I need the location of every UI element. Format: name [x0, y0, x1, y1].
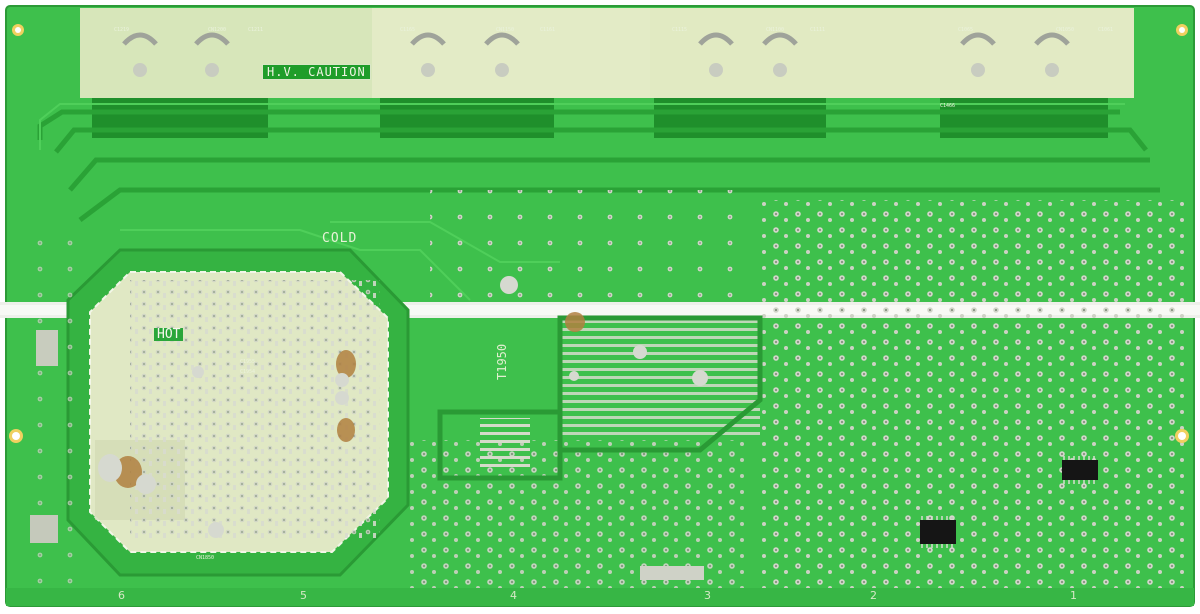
- ref-cn1200: CN1200: [208, 27, 227, 33]
- ref-c1165: C1165: [400, 27, 416, 33]
- cold-area-label: COLD: [322, 231, 358, 246]
- ref-c1955: C1955: [240, 359, 256, 365]
- ref-cn1150: CN1150: [496, 27, 515, 33]
- edge-number-2: 2: [870, 589, 877, 602]
- hv-caution-label: H.V. CAUTION: [262, 64, 371, 80]
- edge-number-4: 4: [510, 589, 517, 602]
- ref-c1954: C1954: [240, 369, 256, 375]
- edge-number-1: 1: [1070, 589, 1077, 602]
- ref-c1061: C1061: [1098, 27, 1114, 33]
- ref-c1161: C1161: [540, 27, 556, 33]
- hot-area-label: HOT: [154, 328, 184, 341]
- ref-c1111: C1111: [810, 27, 826, 33]
- ref-cn1850: CN1850: [196, 555, 215, 561]
- ref-c1466: C1466: [940, 103, 956, 109]
- ref-c1219: C1219: [114, 27, 130, 33]
- ref-c1115: C1115: [672, 27, 688, 33]
- ref-c1211: C1211: [248, 27, 264, 33]
- ref-cn1100: CN1100: [766, 27, 785, 33]
- edge-number-6: 6: [118, 589, 125, 602]
- ref-cn1050: CN1050: [1056, 27, 1075, 33]
- transformer-label: T1950: [495, 343, 509, 380]
- ref-c1065: C1065: [958, 27, 974, 33]
- edge-number-3: 3: [704, 589, 711, 602]
- edge-number-5: 5: [300, 589, 307, 602]
